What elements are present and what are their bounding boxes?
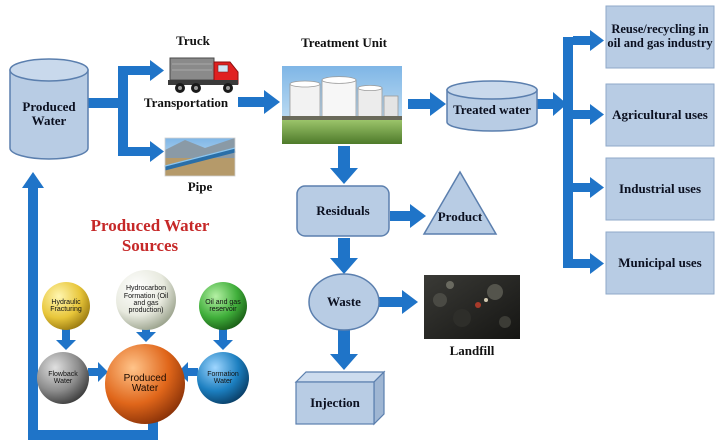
label-formation-water: Formation Water	[207, 370, 239, 385]
arrow-to-municipal-shaft	[573, 259, 591, 268]
arrow-treated-to-uses-shaft	[537, 99, 555, 109]
label-oil-gas-reservoir: Oil and gas reservoir	[205, 298, 241, 313]
arrow-to-injection-shaft	[338, 330, 350, 356]
arrow-to-treatment-head	[264, 90, 280, 114]
arrow-to-industrial-shaft	[573, 183, 591, 192]
sphere-flowback-water	[37, 352, 89, 404]
use-municipal-label: Municipal uses	[618, 254, 702, 270]
arrow-to-waste-head	[330, 258, 358, 274]
residuals-box	[296, 185, 390, 237]
sphere-hydrocarbon-formation	[116, 270, 176, 330]
product-label: Product	[437, 208, 483, 224]
sources-title: Produced Water Sources	[90, 216, 210, 256]
use-box-reuse	[605, 5, 715, 69]
sources-spheres	[37, 270, 249, 424]
injection-box	[294, 370, 386, 426]
produced-water-label: Produced Water	[22, 98, 76, 128]
arrow-to-injection-head	[330, 354, 358, 370]
arrow-produced-to-transport	[87, 98, 119, 108]
pipe-icon	[164, 137, 236, 177]
arrow-treated-to-uses-head	[553, 92, 567, 116]
product-triangle	[422, 170, 498, 235]
treatment-tanks-icon	[282, 66, 402, 144]
use-box-agricultural	[605, 83, 715, 147]
uses-branch-bar	[563, 37, 573, 268]
label-produced-water-source: Produced Water	[123, 372, 167, 394]
arrow-to-landfill-head	[402, 290, 418, 314]
arrow-to-treated-shaft	[408, 99, 432, 109]
pipe-label: Pipe	[187, 179, 213, 194]
arrow-to-residuals-shaft	[338, 146, 350, 170]
arrow-to-treated-head	[430, 92, 446, 116]
use-reuse-label: Reuse/recycling in oil and gas industry	[607, 22, 713, 50]
arrow-to-product-shaft	[390, 211, 412, 221]
use-box-industrial	[605, 157, 715, 221]
sphere-oil-gas-reservoir	[199, 282, 247, 330]
return-loop-head	[22, 172, 44, 188]
arrow-to-reuse-shaft	[573, 36, 591, 45]
arrow-to-reuse-head	[590, 30, 604, 51]
flow-arrows	[22, 30, 604, 440]
return-loop-bottom	[28, 430, 158, 440]
arrow-to-residuals-head	[330, 168, 358, 184]
return-loop-left	[28, 185, 38, 440]
waste-label: Waste	[327, 293, 361, 309]
use-industrial-label: Industrial uses	[619, 180, 701, 196]
truck-label: Truck	[176, 33, 210, 48]
treatment-unit-label: Treatment Unit	[301, 35, 387, 50]
arrow-to-municipal-head	[590, 253, 604, 274]
sphere-hydraulic-fracturing	[42, 282, 90, 330]
treated-water-label: Treated water	[453, 101, 531, 117]
arrow-to-agri-head	[590, 104, 604, 125]
residuals-label: Residuals	[316, 202, 370, 218]
truck-icon	[168, 57, 239, 93]
landfill-label: Landfill	[449, 343, 495, 358]
arrow-to-treatment-shaft	[238, 97, 266, 107]
arrow-to-pipe-shaft	[128, 147, 150, 156]
label-hydrocarbon-formation: Hydrocarbon Formation (Oil and gas produ…	[123, 285, 169, 315]
arrow-to-truck-head	[150, 60, 164, 81]
label-hydraulic-fracturing: Hydraulic Fracturing	[50, 298, 82, 313]
injection-label: Injection	[310, 394, 360, 410]
arrow-to-waste-shaft	[338, 238, 350, 260]
waste-ellipse	[308, 273, 380, 331]
arrow-to-industrial-head	[590, 177, 604, 198]
arrow-to-pipe-head	[150, 141, 164, 162]
use-boxes	[605, 5, 715, 295]
use-box-municipal	[605, 231, 715, 295]
produced-water-cylinder	[9, 58, 89, 160]
sphere-produced-water	[105, 344, 185, 424]
transportation-label: Transportation	[143, 95, 229, 110]
arrow-to-truck-shaft	[128, 66, 150, 75]
sphere-formation-water	[197, 352, 249, 404]
arrow-to-landfill-shaft	[378, 297, 404, 307]
treated-water-cylinder	[446, 80, 538, 132]
landfill-icon	[424, 275, 520, 339]
transport-branch-bar	[118, 66, 128, 156]
arrow-to-agri-shaft	[573, 110, 591, 119]
arrow-to-product-head	[410, 204, 426, 228]
label-flowback-water: Flowback Water	[48, 370, 78, 385]
use-agricultural-label: Agricultural uses	[612, 106, 708, 122]
